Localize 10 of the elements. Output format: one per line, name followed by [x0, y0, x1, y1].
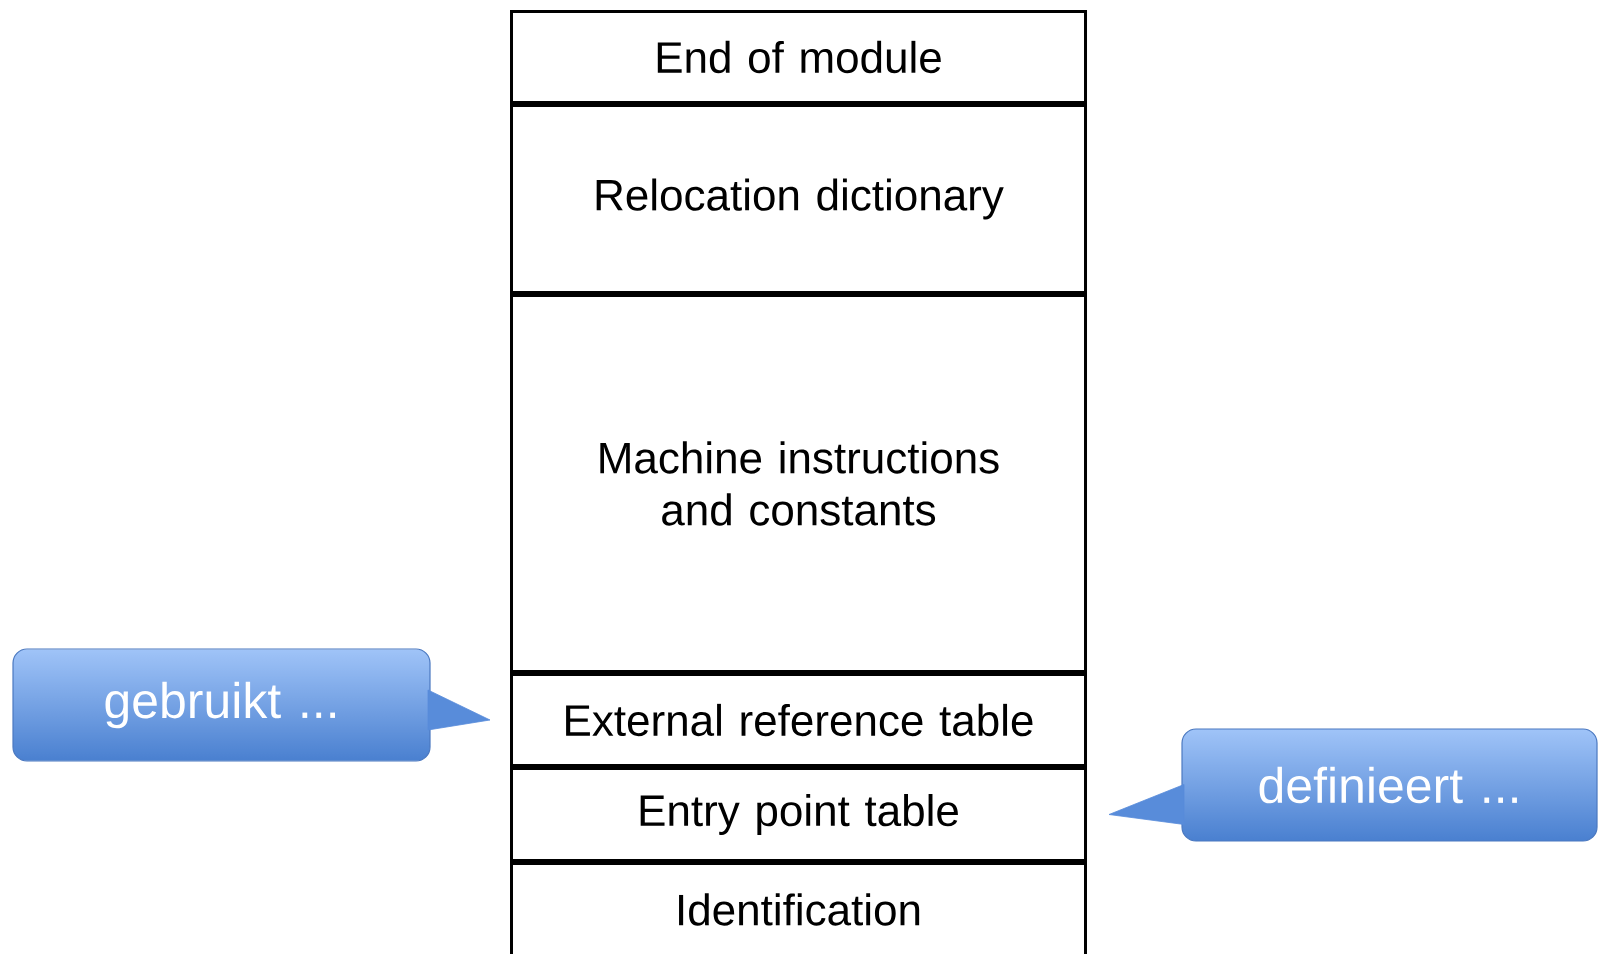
table-row: Entry point table	[510, 767, 1087, 862]
callout-pointer	[427, 689, 491, 731]
callout-bubble: gebruikt ...	[12, 648, 431, 762]
table-row: Machine instructions and constants	[510, 294, 1087, 673]
table-row: Identification	[510, 862, 1087, 954]
table-row: External reference table	[510, 673, 1087, 767]
callout-bubble: definieert ...	[1181, 728, 1598, 842]
table-row: Relocation dictionary	[510, 104, 1087, 294]
callout-pointer	[1108, 784, 1185, 825]
table-row: End of module	[510, 10, 1087, 104]
